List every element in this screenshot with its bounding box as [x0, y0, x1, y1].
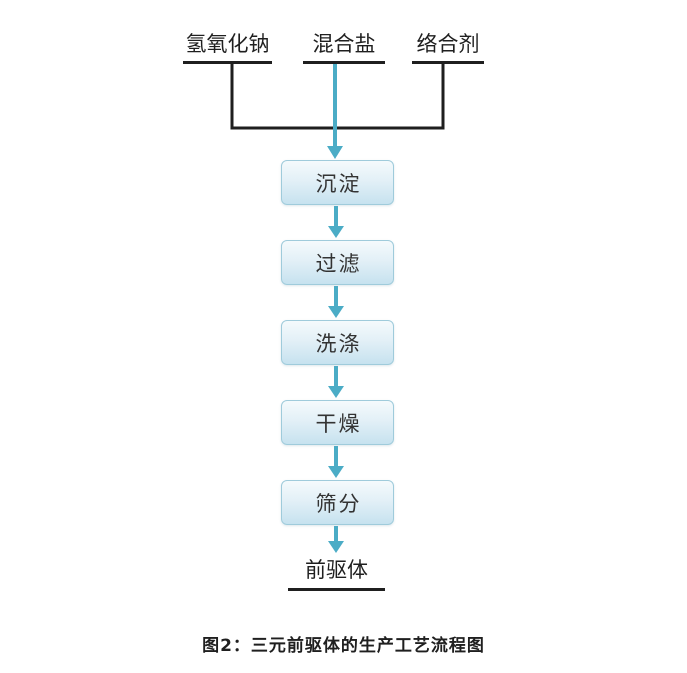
step-box-drying: 干燥 — [281, 400, 394, 445]
figure-caption: 图2：三元前驱体的生产工艺流程图 — [202, 636, 485, 656]
step-box-filtration: 过滤 — [281, 240, 394, 285]
step-box-sieving: 筛分 — [281, 480, 394, 525]
step-box-precipitation: 沉淀 — [281, 160, 394, 205]
arrow-step2-to-step3 — [328, 286, 344, 318]
arrow-step4-to-step5 — [328, 446, 344, 478]
input-merge-connector — [230, 62, 445, 130]
arrow-step3-to-step4 — [328, 366, 344, 398]
input-label-mixed-salt: 混合盐 — [303, 30, 385, 64]
output-label-precursor: 前驱体 — [288, 556, 385, 591]
input-label-complexing-agent: 络合剂 — [412, 30, 484, 64]
arrow-input-to-step1 — [327, 64, 343, 159]
input-label-sodium-hydroxide: 氢氧化钠 — [183, 30, 272, 64]
step-box-washing: 洗涤 — [281, 320, 394, 365]
arrow-step5-to-output — [328, 526, 344, 553]
arrow-step1-to-step2 — [328, 206, 344, 238]
